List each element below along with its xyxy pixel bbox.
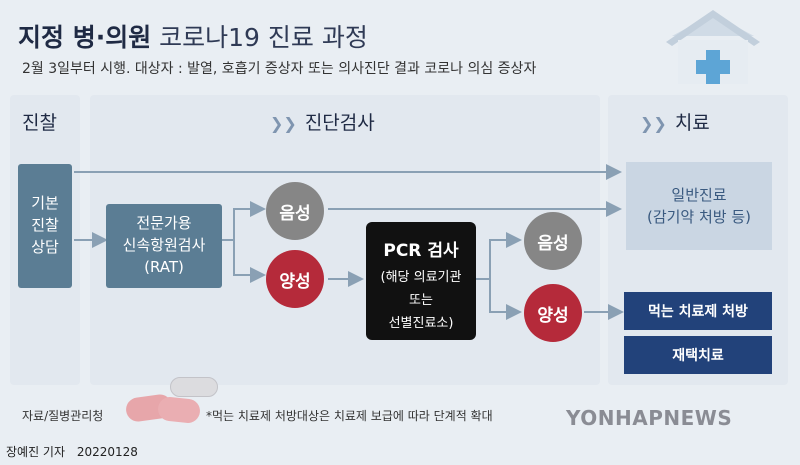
rat-negative-circle: 음성 (266, 182, 324, 240)
title-rest: 코로나19 진료 과정 (159, 23, 368, 52)
rat-positive-circle: 양성 (266, 250, 324, 308)
diagnosis-heading-label: 진단검사 (304, 112, 375, 134)
byline: 장예진 기자 20220128 (6, 443, 146, 460)
oral-prescription-label: 먹는 치료제 처방 (648, 304, 748, 320)
pill-image (170, 377, 218, 397)
treatment-heading-label: 치료 (674, 112, 710, 134)
consult-box: 기본 진찰 상담 (18, 164, 72, 288)
rat-positive-label: 양성 (279, 271, 311, 292)
footnote: *먹는 치료제 처방대상은 치료제 보급에 따라 단계적 확대 (206, 409, 493, 423)
page-title: 지정 병·의원 코로나19 진료 과정 (18, 18, 368, 54)
home-care-label: 재택치료 (672, 348, 724, 364)
arrow-rat-to-positive (233, 240, 266, 283)
rat-box: 전문가용 신속항원검사 (RAT) (106, 204, 222, 288)
pcr-box: PCR 검사 (해당 의료기관 또는 선별진료소) (366, 222, 476, 340)
page-subtitle: 2월 3일부터 시행. 대상자 : 발열, 호흡기 증상자 또는 의사진단 결과… (22, 61, 537, 77)
arrow-pcr-to-positive (489, 279, 522, 320)
oral-prescription-box: 먹는 치료제 처방 (624, 292, 772, 330)
general-care-box: 일반진료 (감기약 처방 등) (626, 162, 772, 250)
pcr-title: PCR 검사 (383, 241, 459, 261)
rat-label: 전문가용 신속항원검사 (RAT) (122, 214, 206, 276)
diagnosis-heading: ❯❯ 진단검사 (270, 108, 375, 135)
chevron-right-icon: ❯❯ (270, 114, 297, 133)
pcr-positive-circle: 양성 (524, 284, 582, 342)
arrow-rat-to-negative (222, 201, 266, 241)
pcr-positive-label: 양성 (537, 305, 569, 326)
publish-date: 20220128 (76, 445, 138, 459)
pcr-detail: (해당 의료기관 또는 선별진료소) (380, 270, 462, 331)
pcr-negative-circle: 음성 (524, 212, 582, 270)
consult-label: 기본 진찰 상담 (31, 194, 59, 256)
title-bold: 지정 병·의원 (18, 23, 152, 52)
arrow-pcr-to-negative (476, 232, 522, 280)
treatment-heading: ❯❯ 치료 (640, 108, 710, 135)
chevron-right-icon: ❯❯ (640, 114, 667, 133)
hospital-icon (666, 10, 760, 84)
general-care-label: 일반진료 (감기약 처방 등) (646, 185, 752, 227)
exam-heading: 진찰 (22, 112, 57, 134)
watermark-logo: YONHAPNEWS (566, 406, 733, 430)
source-note: 자료/질병관리청 (22, 409, 104, 423)
pcr-negative-label: 음성 (537, 233, 569, 254)
rat-negative-label: 음성 (279, 203, 311, 224)
home-care-box: 재택치료 (624, 336, 772, 374)
reporter-name: 장예진 기자 (6, 445, 66, 459)
